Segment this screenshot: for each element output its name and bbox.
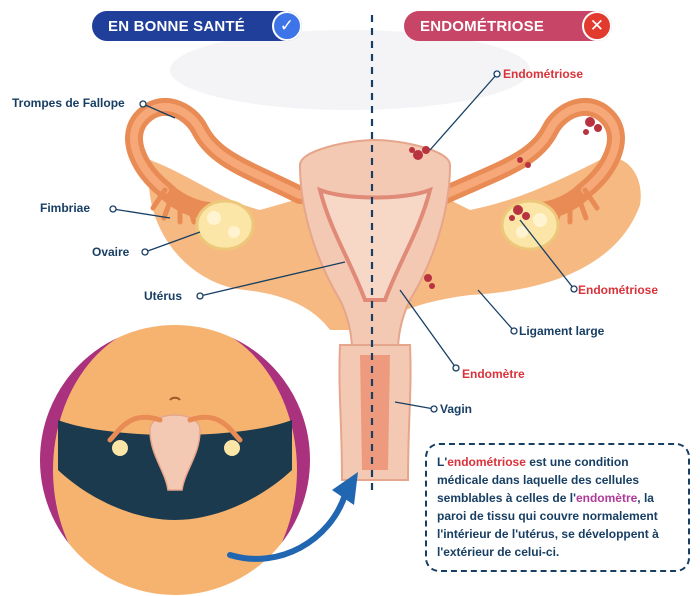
right-ovary: [502, 201, 558, 249]
label-vagin: Vagin: [440, 402, 472, 416]
label-fimbriae: Fimbriae: [40, 201, 90, 215]
right-ovary-follicle: [533, 213, 547, 227]
cross-icon: ✕: [582, 11, 612, 41]
body-inset: [39, 320, 311, 596]
label-ovaire: Ovaire: [92, 245, 129, 259]
info-box: L'endométriose est une condition médical…: [425, 443, 690, 572]
vaginal-canal: [360, 355, 390, 470]
left-ovary-follicle: [207, 211, 221, 225]
label-trompes: Trompes de Fallope: [12, 96, 125, 110]
label-uterus: Utérus: [144, 289, 182, 303]
info-keyword-endometre: endomètre: [576, 491, 637, 505]
info-keyword-endometriose: endométriose: [447, 455, 526, 469]
left-ovary-follicle: [228, 226, 240, 238]
endometriosis-header: ENDOMÉTRIOSE ✕: [404, 11, 612, 41]
info-text-part1: L': [437, 455, 447, 469]
left-tube-inner: [134, 107, 300, 195]
check-icon: ✓: [272, 11, 302, 41]
healthy-header-label: EN BONNE SANTÉ: [108, 18, 245, 35]
label-ligament: Ligament large: [519, 324, 604, 338]
healthy-header: EN BONNE SANTÉ ✓: [92, 11, 302, 41]
label-endometriose-top: Endométriose: [503, 67, 583, 81]
left-ovary: [197, 201, 253, 249]
label-endometriose-right: Endométriose: [578, 283, 658, 297]
label-endometre: Endomètre: [462, 367, 525, 381]
endometriosis-header-label: ENDOMÉTRIOSE: [420, 18, 544, 35]
